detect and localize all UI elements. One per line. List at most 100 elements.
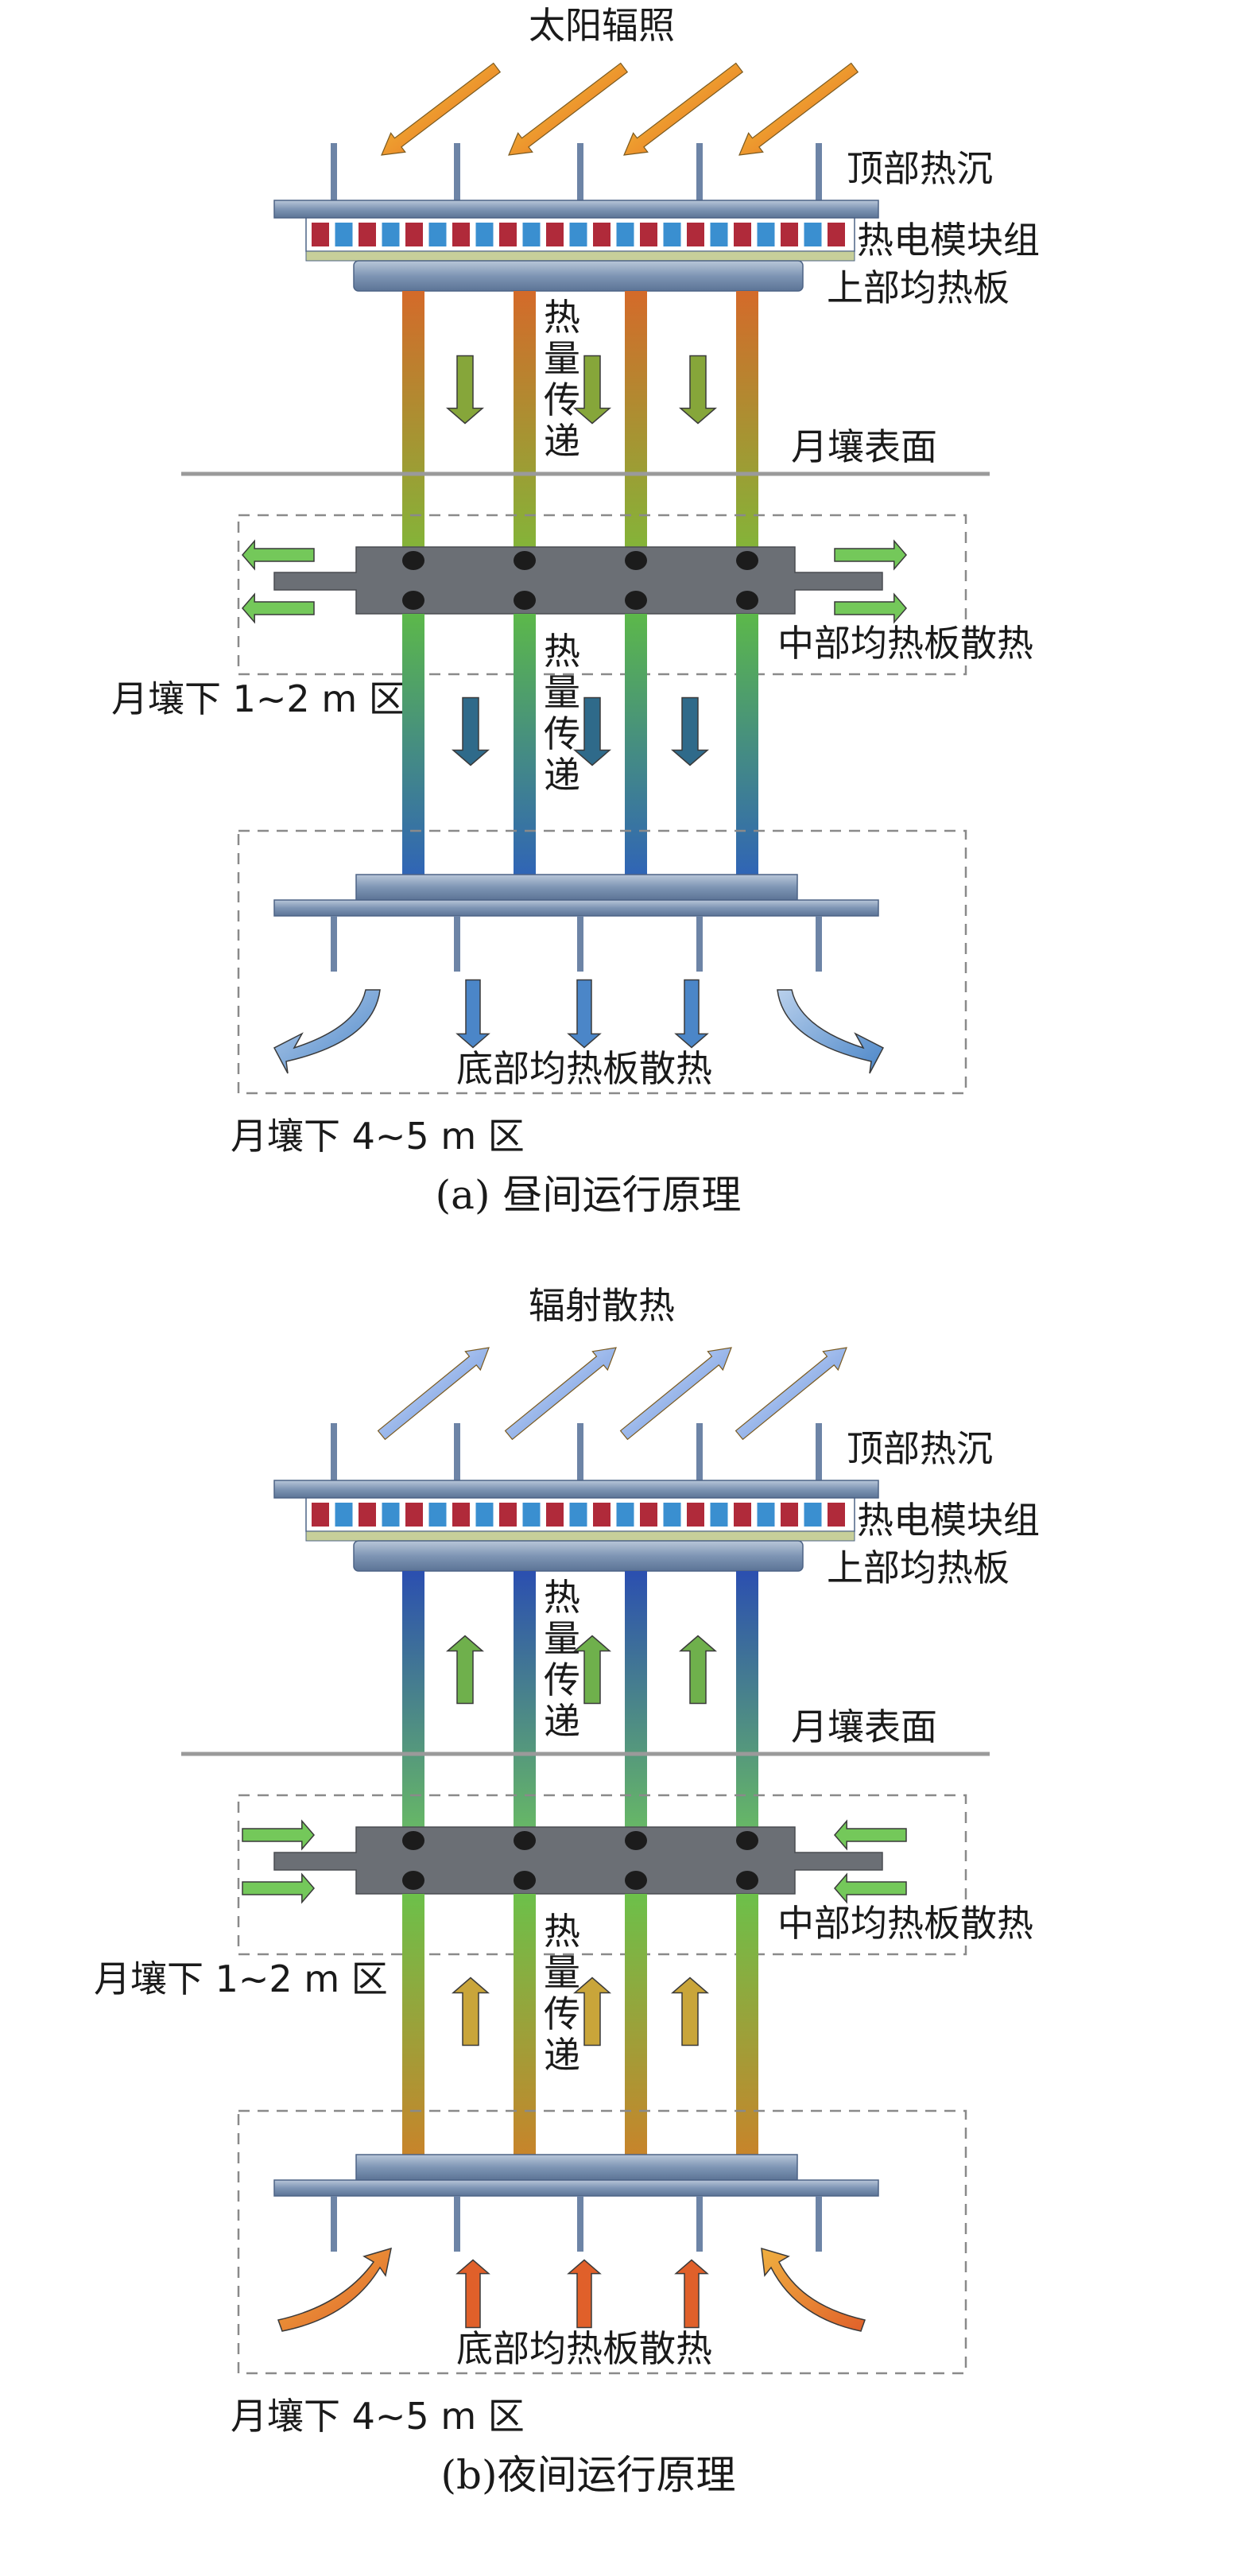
lower-heat-pipe bbox=[736, 1894, 758, 2160]
bottom-spreader-plate bbox=[355, 2154, 798, 2181]
te-element bbox=[687, 1503, 704, 1527]
lower-heat-pipe bbox=[625, 614, 647, 880]
te-element bbox=[734, 223, 751, 246]
te-element bbox=[475, 223, 494, 246]
heat-sink-fin bbox=[816, 143, 822, 203]
te-element bbox=[475, 1503, 494, 1527]
pipe-joint bbox=[625, 551, 647, 570]
heat-flow-arrow bbox=[572, 1977, 612, 2046]
heat-sink bbox=[273, 200, 879, 219]
heat-flow-arrow bbox=[572, 1635, 612, 1705]
bottom-zone-label: 月壤下 4~5 m 区 bbox=[231, 1115, 525, 1158]
te-element bbox=[710, 1503, 728, 1527]
te-element bbox=[405, 223, 423, 246]
heat-sink-label: 顶部热沉 bbox=[847, 147, 993, 190]
te-element bbox=[428, 223, 447, 246]
te-element bbox=[522, 223, 541, 246]
bottom-zone-box bbox=[237, 2109, 967, 2375]
te-element bbox=[428, 1503, 447, 1527]
heat-sink-fin bbox=[577, 1423, 583, 1483]
te-element bbox=[616, 1503, 634, 1527]
heat-flow-arrow bbox=[451, 1977, 490, 2046]
te-element bbox=[546, 223, 564, 246]
heat-sink-fin bbox=[696, 1423, 703, 1483]
solar-radiation-arrow bbox=[738, 62, 859, 156]
heat-transfer-label-lower: 热量传递 bbox=[544, 630, 580, 797]
heat-sink-fin bbox=[331, 1423, 337, 1483]
upper-heat-pipe bbox=[514, 1571, 536, 1849]
te-modules-label: 热电模块组 bbox=[857, 219, 1040, 262]
panel-caption: (a) 昼间运行原理 bbox=[436, 1172, 742, 1218]
pipe-joint bbox=[402, 591, 424, 610]
bottom-spreader-plate bbox=[355, 874, 798, 901]
radiated-heat-arrow bbox=[619, 1347, 732, 1441]
mid-spreader-plate bbox=[273, 546, 883, 615]
bottom-fin bbox=[454, 2196, 460, 2252]
te-element bbox=[569, 223, 587, 246]
heat-flow-arrow bbox=[451, 696, 490, 766]
bottom-plate-label: 底部均热板散热 bbox=[456, 2327, 712, 2370]
upper-heat-pipe bbox=[625, 1571, 647, 1849]
bottom-curved-arrow-left bbox=[273, 989, 381, 1074]
mid-heat-out-arrow bbox=[242, 592, 315, 624]
bottom-plate-base bbox=[273, 2179, 879, 2197]
pipe-joint bbox=[625, 591, 647, 610]
pipe-joint bbox=[514, 591, 536, 610]
te-element bbox=[640, 223, 657, 246]
heat-sink bbox=[273, 1480, 879, 1499]
bottom-fin bbox=[816, 916, 822, 972]
mid-plate-label: 中部均热板散热 bbox=[777, 622, 1033, 665]
te-element bbox=[452, 223, 470, 246]
te-element bbox=[452, 1503, 470, 1527]
te-element bbox=[828, 1503, 845, 1527]
bottom-zone-box bbox=[237, 829, 967, 1095]
te-element bbox=[382, 1503, 400, 1527]
te-element bbox=[335, 223, 353, 246]
te-module-base bbox=[305, 1530, 855, 1542]
te-element bbox=[312, 223, 329, 246]
mid-heat-out-arrow bbox=[242, 539, 315, 571]
day-operation-panel: 太阳辐照顶部热沉热电模块组上部均热板热量传递月壤表面中部均热板散热月壤下 1~2… bbox=[111, 4, 1040, 1218]
heat-flow-arrow bbox=[572, 355, 612, 425]
pipe-joint bbox=[402, 1831, 424, 1850]
te-element bbox=[781, 1503, 798, 1527]
lower-heat-pipe bbox=[625, 1894, 647, 2160]
bottom-curved-arrow-right bbox=[777, 989, 885, 1074]
te-element bbox=[405, 1503, 423, 1527]
night-operation-panel: 辐射散热顶部热沉热电模块组上部均热板热量传递月壤表面中部均热板散热月壤下 1~2… bbox=[94, 1284, 1040, 2498]
te-element bbox=[828, 223, 845, 246]
heat-flow-arrow bbox=[445, 355, 485, 425]
mid-heat-in-arrow bbox=[242, 1872, 315, 1904]
mid-zone-label: 月壤下 1~2 m 区 bbox=[94, 1957, 388, 2000]
upper-spreader-plate bbox=[353, 260, 804, 292]
pipe-joint bbox=[625, 1871, 647, 1890]
bottom-fin bbox=[331, 2196, 337, 2252]
bottom-fin bbox=[816, 2196, 822, 2252]
heat-sink-fin bbox=[454, 143, 460, 203]
upper-spreader-plate bbox=[353, 1540, 804, 1572]
pipe-joint bbox=[736, 551, 758, 570]
bottom-heat-out-arrow bbox=[455, 979, 490, 1049]
mid-zone-box bbox=[237, 514, 967, 676]
lower-heat-pipe bbox=[402, 614, 424, 880]
heat-sink-label: 顶部热沉 bbox=[847, 1427, 993, 1470]
te-modules-label: 热电模块组 bbox=[857, 1499, 1040, 1542]
solar-radiation-arrow bbox=[508, 62, 629, 156]
te-element bbox=[593, 223, 610, 246]
mid-zone-label: 月壤下 1~2 m 区 bbox=[111, 677, 405, 720]
mid-heat-in-arrow bbox=[834, 1819, 907, 1851]
te-element bbox=[804, 223, 822, 246]
upper-heat-pipe bbox=[736, 1571, 758, 1849]
heat-flow-arrow bbox=[572, 696, 612, 766]
te-element bbox=[546, 1503, 564, 1527]
pipe-joint bbox=[514, 1831, 536, 1850]
lower-heat-pipe bbox=[736, 614, 758, 880]
bottom-fin bbox=[577, 916, 583, 972]
pipe-joint bbox=[514, 551, 536, 570]
heat-flow-arrow bbox=[678, 1635, 718, 1705]
bottom-fin bbox=[454, 916, 460, 972]
te-element bbox=[382, 223, 400, 246]
pipe-joint bbox=[402, 1871, 424, 1890]
radiated-heat-arrow bbox=[735, 1347, 847, 1441]
